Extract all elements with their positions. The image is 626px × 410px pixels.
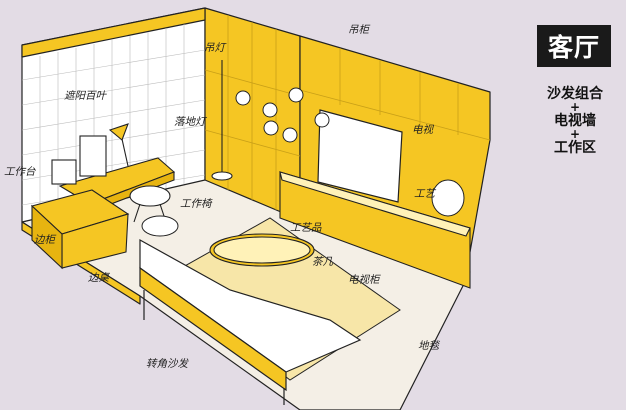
label-corner-sofa: 转角沙发 bbox=[146, 358, 188, 370]
plant-left bbox=[141, 215, 179, 237]
subtitle: 沙发组合 + 电视墙 + 工作区 bbox=[530, 86, 620, 156]
plant-right bbox=[431, 179, 465, 217]
subtitle-line-3: 工作区 bbox=[554, 140, 596, 156]
work-chair bbox=[129, 185, 171, 207]
label-tv-cabinet: 电视柜 bbox=[348, 274, 380, 286]
window-frame bbox=[21, 7, 206, 58]
label-tv: 电视 bbox=[412, 124, 433, 136]
label-floor-lamp: 落地灯 bbox=[174, 116, 206, 128]
label-hanging-cabinet: 吊柜 bbox=[348, 24, 369, 36]
subtitle-line-1: 沙发组合 bbox=[547, 86, 603, 102]
subtitle-plus-1: + bbox=[569, 100, 581, 114]
label-coffee-table: 茶几 bbox=[312, 256, 333, 268]
label-craft-right: 工艺 bbox=[414, 188, 435, 200]
monitor bbox=[79, 135, 107, 177]
title-badge: 客厅 bbox=[537, 25, 611, 67]
label-carpet: 地毯 bbox=[418, 340, 439, 352]
label-craft-center: 工艺品 bbox=[290, 222, 322, 234]
subtitle-plus-2: + bbox=[569, 127, 581, 141]
label-work-desk: 工作台 bbox=[4, 166, 36, 178]
label-side-cabinet: 边柜 bbox=[34, 234, 55, 246]
label-work-chair: 工作椅 bbox=[180, 198, 212, 210]
subtitle-line-2: 电视墙 bbox=[554, 113, 596, 129]
label-side-table: 边桌 bbox=[88, 272, 109, 284]
tv-screen bbox=[317, 109, 403, 203]
label-blinds: 遮阳百叶 bbox=[64, 90, 106, 102]
book-stack bbox=[51, 159, 77, 185]
label-pendant-lamp: 吊灯 bbox=[204, 42, 225, 54]
pendant-lamps bbox=[235, 87, 330, 143]
